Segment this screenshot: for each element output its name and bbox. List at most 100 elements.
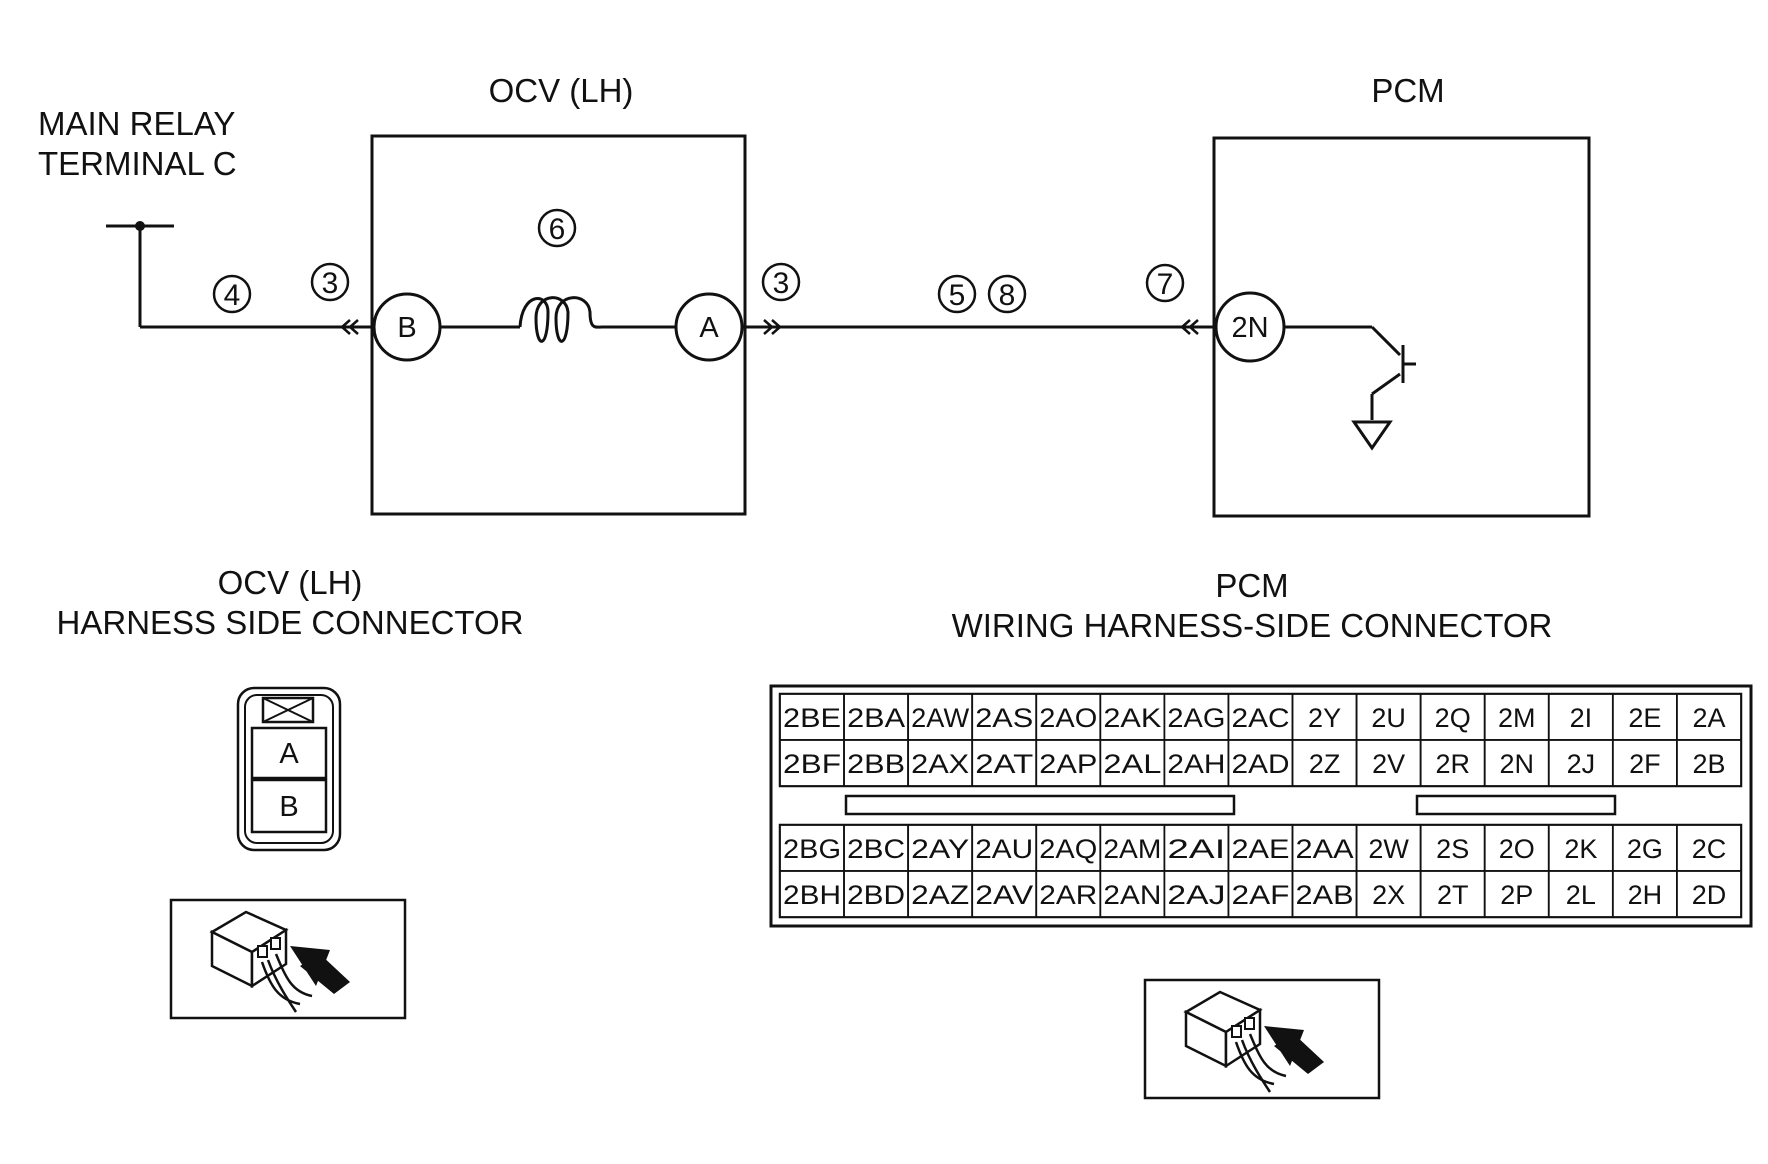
pcm-connector-pin-label: 2O <box>1499 834 1535 864</box>
pcm-connector-pin-label: 2AZ <box>911 880 969 910</box>
ocv-connector-label-line1: OCV (LH) <box>218 564 363 601</box>
step-number-5: 5 <box>937 274 977 314</box>
pcm-connector-pin-label: 2AI <box>1167 834 1225 864</box>
step-number-8: 8 <box>987 274 1027 314</box>
ocv-terminal-a-label: A <box>699 312 719 344</box>
pcm-connector-pin-label: 2M <box>1498 703 1536 733</box>
pcm-connector-pin-label: 2G <box>1627 834 1663 864</box>
pcm-connector-pin-label: 2AM <box>1103 834 1161 864</box>
pcm-connector-pin-label: 2AD <box>1232 749 1290 779</box>
pcm-connector-pin-label: 2BG <box>783 834 841 864</box>
pcm-connector-cell <box>779 824 845 872</box>
pcm-connector-pin-label: 2D <box>1692 880 1727 910</box>
pcm-connector-pin-label: 2AO <box>1039 703 1097 733</box>
ocv-terminal-a: A <box>674 292 744 362</box>
transistor-symbol <box>1284 325 1416 420</box>
pcm-connector-cell <box>1611 870 1678 918</box>
pcm-connector-pin-label: 2AW <box>911 703 970 733</box>
pcm-connector-pin-label: 2AN <box>1103 880 1161 910</box>
pcm-connector-pin-label: 2BF <box>783 749 841 779</box>
pcm-connector-pin-label: 2BB <box>847 749 905 779</box>
pcm-connector-cell <box>1419 824 1486 872</box>
pcm-connector-pin-label: 2W <box>1368 834 1409 864</box>
pcm-connector-key-right <box>1415 794 1617 816</box>
pcm-connector-label-line2: WIRING HARNESS-SIDE CONNECTOR <box>952 607 1553 644</box>
pcm-connector-cell <box>843 739 910 787</box>
pcm-connector-cell <box>1035 739 1102 787</box>
pcm-connector-cell <box>1355 739 1422 787</box>
pcm-connector-cell <box>907 870 974 918</box>
main-relay-label-line2: TERMINAL C <box>38 145 237 182</box>
connector-chevron-ocv-b <box>340 319 359 335</box>
harness-view-direction-icon <box>169 898 407 1020</box>
pcm-connector-pin-label: 2E <box>1628 703 1661 733</box>
pcm-connector-pin-label: 2L <box>1566 880 1596 910</box>
pcm-terminal-2n: 2N <box>1214 291 1286 363</box>
svg-text:8: 8 <box>999 279 1016 312</box>
pcm-connector-pin-label: 2N <box>1500 749 1535 779</box>
svg-text:5: 5 <box>949 279 966 312</box>
svg-text:3: 3 <box>773 267 790 300</box>
pcm-connector-pin-label: 2Y <box>1308 703 1341 733</box>
step-number-3-right: 3 <box>761 262 801 302</box>
pcm-connector-cell <box>779 870 845 918</box>
pcm-connector-cell <box>843 870 910 918</box>
pcm-connector-pin-label: 2AR <box>1039 880 1097 910</box>
pcm-connector-pin-label: 2AQ <box>1039 834 1097 864</box>
svg-text:4: 4 <box>224 279 241 312</box>
pcm-connector-pin-label: 2AX <box>911 749 969 779</box>
pcm-connector-pin-label: 2H <box>1628 880 1663 910</box>
pcm-title: PCM <box>1371 72 1444 109</box>
pcm-connector-pin-label: 2AA <box>1296 834 1354 864</box>
pcm-connector-pin-label: 2F <box>1629 749 1661 779</box>
pcm-connector-cell <box>1227 870 1294 918</box>
pcm-connector-pin-label: 2AP <box>1039 749 1097 779</box>
ocv-coil-symbol <box>440 296 676 343</box>
pcm-connector-pin-label: 2AH <box>1167 749 1225 779</box>
pcm-connector-cell <box>1419 739 1486 787</box>
pcm-connector-pin-label: 2AV <box>975 880 1033 910</box>
step-number-7: 7 <box>1145 263 1185 303</box>
pcm-connector-cell <box>1163 824 1230 872</box>
pcm-connector-cell <box>1227 739 1294 787</box>
pcm-connector-cell <box>1355 824 1422 872</box>
pcm-connector-pin-label: 2R <box>1435 749 1470 779</box>
pcm-connector-pin-label: 2AT <box>975 749 1033 779</box>
pcm-connector-cell <box>1483 870 1550 918</box>
main-relay-terminal-symbol <box>106 221 375 329</box>
pcm-connector-pin-label: 2Q <box>1435 703 1471 733</box>
pcm-connector-cell <box>1676 870 1742 918</box>
pcm-connector-pin-label: 2AF <box>1232 880 1290 910</box>
pcm-connector-pin-label: 2C <box>1692 834 1727 864</box>
pcm-connector-pin-label: 2AL <box>1103 749 1161 779</box>
pcm-connector-pin-label: 2S <box>1436 834 1469 864</box>
svg-text:3: 3 <box>322 267 339 300</box>
pcm-connector-cell <box>1676 693 1742 741</box>
step-number-6: 6 <box>537 208 577 248</box>
pcm-connector-pin-label: 2AE <box>1232 834 1290 864</box>
ocv-title: OCV (LH) <box>489 72 634 109</box>
pcm-connector-pin-label: 2B <box>1692 749 1725 779</box>
pcm-connector-cell <box>971 739 1038 787</box>
connector-chevron-pcm-2n <box>1180 319 1199 335</box>
latch-icon <box>261 696 315 724</box>
pcm-connector-pin-label: 2T <box>1437 880 1469 910</box>
pcm-connector-cell <box>1676 739 1742 787</box>
ground-icon <box>1351 420 1393 451</box>
pcm-connector-pin-label: 2P <box>1500 880 1533 910</box>
ocv-connector-pin-a: A <box>279 738 299 770</box>
pcm-connector-cell <box>779 693 845 741</box>
pcm-connector-cell <box>1099 824 1166 872</box>
main-relay-label-line1: MAIN RELAY <box>38 105 235 142</box>
ocv-terminal-b-label: B <box>397 312 416 344</box>
pcm-connector-pin-label: 2BC <box>847 834 905 864</box>
pcm-connector-cell <box>1291 870 1358 918</box>
pcm-connector-pin-label: 2AS <box>975 703 1033 733</box>
pcm-connector-cell <box>1099 739 1166 787</box>
pcm-connector-pin-label: 2AB <box>1296 880 1354 910</box>
pcm-connector-pin-label: 2BH <box>783 880 841 910</box>
pcm-connector-cell <box>1227 824 1294 872</box>
pcm-connector-pin-label: 2AC <box>1232 703 1290 733</box>
